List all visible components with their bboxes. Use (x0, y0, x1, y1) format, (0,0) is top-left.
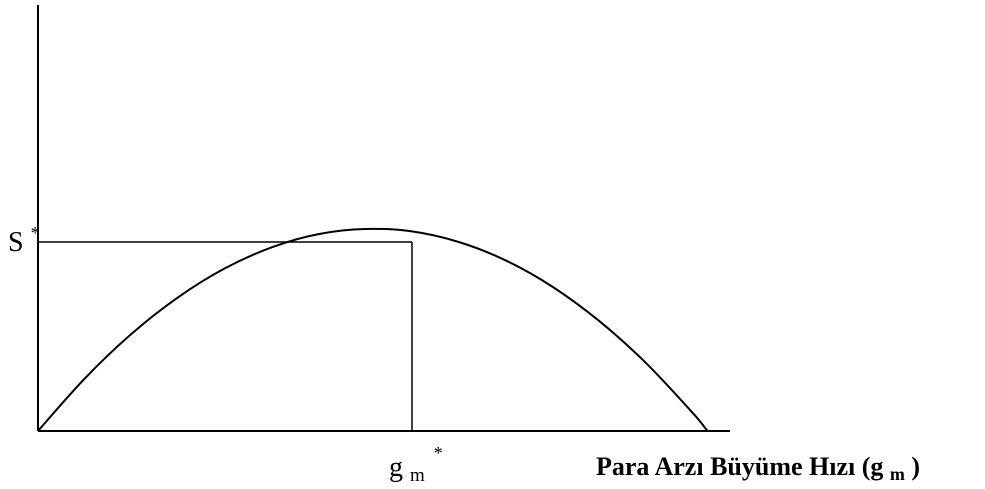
s-star-base: S (8, 227, 24, 258)
x-axis-label-sub: m (890, 464, 905, 484)
g-star-base: g (389, 452, 403, 483)
x-axis-label-main: Para Arzı Büyüme Hızı (g (596, 452, 883, 481)
plot-area (37, 5, 730, 432)
g-star-sup: * (434, 443, 443, 463)
savings-curve (37, 227, 709, 432)
x-axis-label: Para Arzı Büyüme Hızı (g m ) (596, 452, 920, 486)
x-axis-label-close: ) (911, 452, 920, 481)
s-star-label: S * (8, 223, 40, 258)
g-star-sub: m (410, 465, 425, 486)
s-star-sup: * (31, 223, 40, 243)
g-star-label: g m * (389, 443, 443, 488)
